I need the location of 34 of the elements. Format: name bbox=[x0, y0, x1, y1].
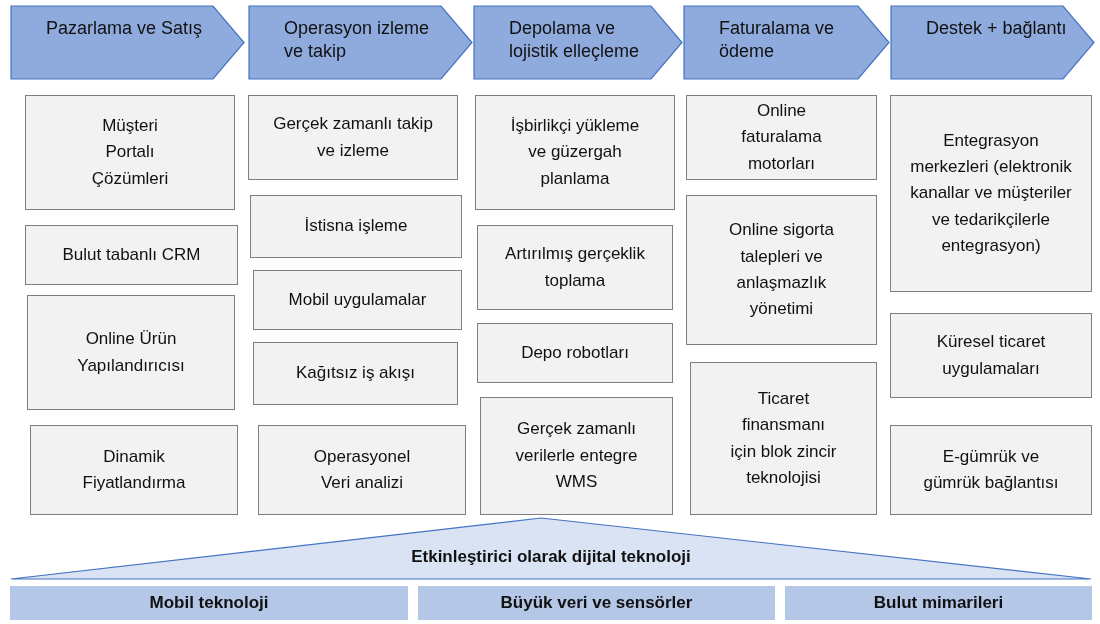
foundation-bar: Bulut mimarileri bbox=[785, 586, 1092, 620]
stage-heading: Depolama ve lojistik elleçleme bbox=[509, 17, 641, 64]
technology-box: Entegrasyon merkezleri (elektronik kanallar ve müşteriler ve tedarikçilerle entegrasyon) bbox=[890, 95, 1092, 292]
technology-box: Online sigorta talepleri ve anlaşmazlık yönetimi bbox=[686, 195, 877, 345]
chevron-shape bbox=[473, 5, 683, 80]
technology-box: Küresel ticaret uygulamaları bbox=[890, 313, 1092, 398]
technology-box: İstisna işleme bbox=[250, 195, 462, 258]
technology-box: Operasyonel Veri analizi bbox=[258, 425, 466, 515]
chevron-shape bbox=[10, 5, 245, 80]
technology-box: E-gümrük ve gümrük bağlantısı bbox=[890, 425, 1092, 515]
foundation-bar: Mobil teknoloji bbox=[10, 586, 408, 620]
technology-box: Kağıtsız iş akışı bbox=[253, 342, 458, 405]
chevron-shape bbox=[683, 5, 890, 80]
technology-box: Depo robotları bbox=[477, 323, 673, 383]
technology-box: Müşteri Portalı Çözümleri bbox=[25, 95, 235, 210]
triangle-heading: Etkinleştirici olarak dijital teknoloji bbox=[410, 547, 692, 567]
technology-box: Gerçek zamanlı verilerle entegre WMS bbox=[480, 397, 673, 515]
technology-box: Dinamik Fiyatlandırma bbox=[30, 425, 238, 515]
stage-heading: Operasyon izleme ve takip bbox=[284, 17, 431, 64]
technology-box: Online Ürün Yapılandırıcısı bbox=[27, 295, 235, 410]
technology-box: İşbirlikçi yükleme ve güzergah planlama bbox=[475, 95, 675, 210]
technology-box: Artırılmış gerçeklik toplama bbox=[477, 225, 673, 310]
technology-box: Online faturalama motorları bbox=[686, 95, 877, 180]
technology-box: Bulut tabanlı CRM bbox=[25, 225, 238, 285]
technology-box: Gerçek zamanlı takip ve izleme bbox=[248, 95, 458, 180]
chevron-shape bbox=[890, 5, 1095, 80]
stage-heading: Pazarlama ve Satış bbox=[46, 17, 204, 40]
triangle-shape bbox=[10, 517, 1092, 580]
foundation-bar: Büyük veri ve sensörler bbox=[418, 586, 775, 620]
technology-box: Mobil uygulamalar bbox=[253, 270, 462, 330]
stage-heading: Faturalama ve ödeme bbox=[719, 17, 836, 64]
technology-box: Ticaret finansmanı için blok zincir teknolojisi bbox=[690, 362, 877, 515]
chevron-shape bbox=[248, 5, 473, 80]
stage-heading: Destek + bağlantı bbox=[926, 17, 1068, 40]
